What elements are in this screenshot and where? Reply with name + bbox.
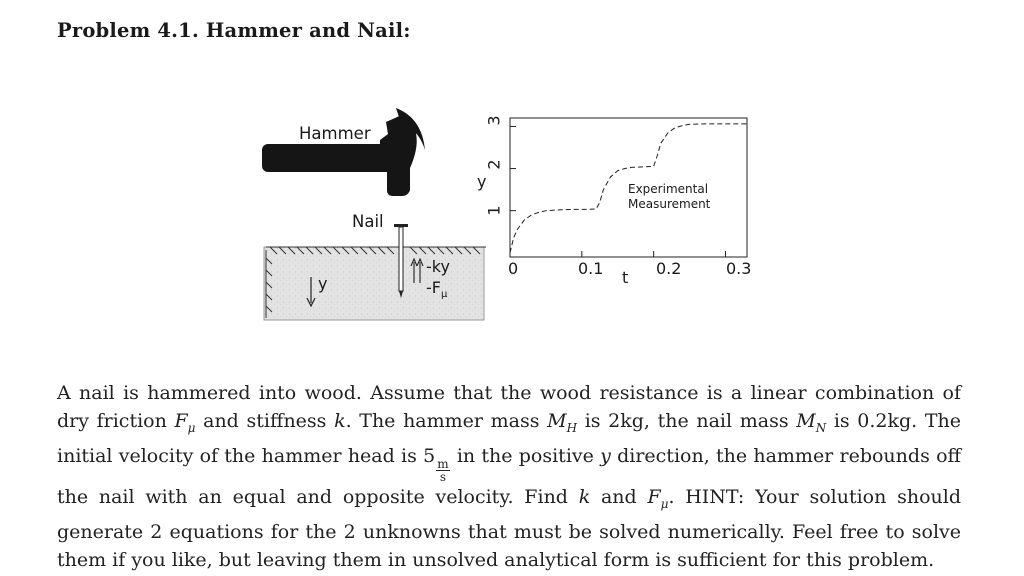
text-s2: and stiffness (195, 410, 335, 433)
y-axis-arrow (306, 277, 316, 308)
text-s3: . The hammer mass (345, 410, 548, 433)
wood-block (263, 246, 485, 321)
nail (394, 224, 408, 298)
force-friction-subscript: μ (440, 289, 448, 301)
chart-y-tick-2: 2 (484, 159, 504, 170)
force-ky-label: -ky (426, 257, 450, 276)
chart-series-line (509, 123, 747, 253)
math-mu-2: μ (660, 496, 669, 511)
chart-x-tick-0.3: 0.3 (726, 259, 752, 278)
chart-legend-line-1: Experimental (628, 182, 709, 196)
text-s7: direction, the hammer rebounds off the n… (57, 445, 962, 508)
chart-plot-area (509, 117, 748, 258)
math-k: k (334, 410, 346, 433)
hammer-head (380, 114, 417, 196)
force-friction-text: -F (426, 278, 441, 297)
problem-statement: A nail is hammered into wood. Assume tha… (57, 379, 961, 574)
wood-surface-hatch (266, 246, 486, 255)
problem-title: Problem 4.1. Hammer and Nail: (57, 19, 411, 42)
hammer-handle (262, 144, 398, 172)
hammer-nail-figure (262, 108, 748, 321)
math-k-2: k (578, 485, 591, 508)
chart-y-tick-3: 3 (484, 115, 504, 126)
text-s8: and (590, 485, 648, 508)
chart-y-tick-1: 1 (484, 205, 504, 216)
text-s5: is 0.2kg. The initial velocity of the ha… (57, 410, 962, 468)
text-s6: in the positive (450, 445, 601, 468)
wood-side-hatch (265, 250, 273, 318)
math-F-2: F (647, 485, 661, 508)
unit-numerator: m (436, 456, 450, 471)
chart-x-tick-0: 0 (508, 259, 519, 278)
math-y: y (600, 445, 611, 468)
chart-x-tick-0.1: 0.1 (578, 259, 604, 278)
math-N: N (815, 421, 827, 435)
chart-x-tick-0.2: 0.2 (656, 259, 682, 278)
force-friction-label: -Fμ (426, 278, 447, 300)
hammer-label: Hammer (299, 124, 371, 143)
math-M-nail: M (796, 410, 816, 433)
chart-legend: Experimental Measurement (628, 182, 710, 212)
nail-label: Nail (352, 212, 384, 231)
chart-ticks (509, 125, 726, 257)
math-M-hammer: M (547, 410, 567, 433)
math-H: H (566, 421, 578, 435)
chart-y-axis-label: y (477, 172, 487, 191)
math-F: F (174, 410, 188, 433)
chart-legend-line-2: Measurement (628, 197, 711, 211)
text-s1: A nail is hammered into wood. Assume tha… (57, 382, 961, 433)
y-arrow-label: y (318, 274, 328, 293)
force-arrows (410, 257, 424, 283)
unit-denominator: s (439, 469, 446, 484)
math-mu: μ (187, 421, 196, 435)
chart-x-axis-label: t (622, 268, 629, 287)
text-s9: . HINT: Your solution should generate 2 … (57, 485, 961, 571)
text-s4: is 2kg, the nail mass (577, 410, 797, 433)
